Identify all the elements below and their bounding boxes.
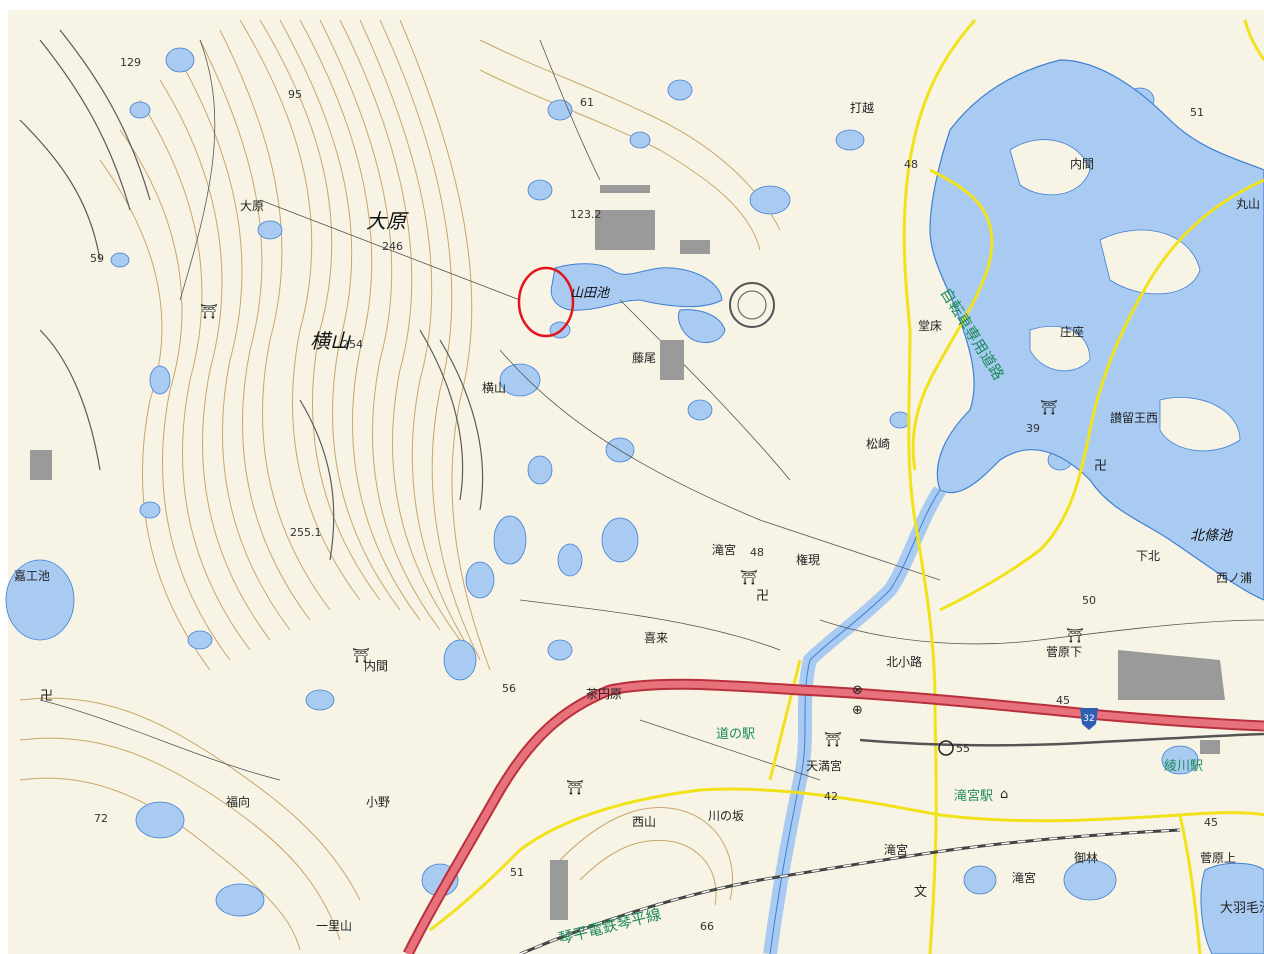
label-kirai: 喜来 [644, 631, 668, 645]
label-sugahara-shimo: 菅原下 [1046, 645, 1082, 659]
height-123-2: 123.2 [570, 208, 602, 221]
label-ohara-big: 大原 [366, 209, 409, 233]
label-dotoko: 堂床 [918, 319, 942, 333]
label-takinomiya: 滝宮 [712, 542, 736, 557]
label-sugahara-kami: 菅原上 [1200, 851, 1236, 865]
height-55: 55 [956, 742, 970, 755]
height-66: 66 [700, 920, 714, 933]
label-kitajoike: 北條池 [1190, 528, 1234, 544]
temple-icon: 卍 [756, 589, 769, 604]
height-246: 246 [382, 240, 403, 253]
label-maruyama: 丸山 [1236, 197, 1260, 211]
temple-icon: 卍 [40, 689, 53, 704]
label-yamadaike: 山田池 [570, 286, 611, 301]
height-48b: 48 [750, 546, 764, 559]
label-obake-ike: 大羽毛池 [1220, 901, 1264, 916]
label-nishiyama: 西山 [632, 815, 656, 829]
label-ayagawa-station: 綾川駅 [1164, 758, 1203, 774]
height-129: 129 [120, 56, 141, 69]
town-hall-icon [938, 740, 954, 756]
label-ohara-small: 大原 [240, 199, 264, 213]
shrine-icon: ⛩ [1040, 400, 1058, 416]
shrine-icon: ⛩ [740, 570, 758, 586]
label-shimokita: 下北 [1136, 549, 1160, 563]
route-shield-32: 32 [1080, 708, 1098, 730]
label-utsukoshi: 打越 [850, 101, 874, 115]
stadium [729, 282, 775, 328]
height-61: 61 [580, 96, 594, 109]
label-gorin: 御林 [1074, 850, 1098, 865]
svg-text:32: 32 [1083, 714, 1094, 724]
label-kawanosaka: 川の坂 [708, 809, 744, 823]
height-255-1: 255.1 [290, 526, 322, 539]
height-42: 42 [824, 790, 838, 803]
police-icon: ⊗ [852, 683, 863, 698]
stadium-inner [737, 290, 767, 320]
terrain-shading [19, 29, 484, 561]
label-takinomiya-s: 滝宮 [1012, 870, 1036, 885]
label-tenmangu: 天満宮 [806, 758, 842, 773]
temple-icon: 卍 [1094, 459, 1107, 474]
local-roads [39, 39, 1264, 781]
label-nishinoura: 西ノ浦 [1216, 571, 1252, 585]
label-ichirizan: 一里山 [316, 919, 352, 933]
height-72: 72 [94, 812, 108, 825]
label-matsuzaki: 松崎 [866, 437, 890, 451]
height-95: 95 [288, 88, 302, 101]
label-chaenbara: 茶円原 [586, 686, 622, 701]
expressway [404, 680, 1264, 954]
map-symbols: ⛩ ⛩ ⛩ ⛩ ⛩ ⛩ ⛩ 卍 卍 卍 ⊗ ⊕ 文 ⌂ [40, 304, 1107, 900]
prefectural-roads [429, 19, 1264, 954]
post-office-icon: ⊕ [852, 703, 863, 718]
red-marker-circle[interactable] [517, 266, 575, 338]
obake-ike-pond [1200, 862, 1264, 954]
label-shokawa: 庄座 [1060, 324, 1084, 339]
buildings [30, 185, 1225, 920]
label-yokoyama-small: 横山 [482, 381, 506, 395]
river-edge [769, 489, 941, 954]
contour-lines [19, 19, 781, 951]
label-sanuki-oji-nishi: 讃留王西 [1110, 411, 1158, 425]
shrine-icon: ⛩ [1066, 628, 1084, 644]
label-ono: 小野 [366, 795, 390, 809]
kitajo-ike-reservoir [929, 59, 1264, 601]
height-50: 50 [1082, 594, 1096, 607]
shrine-icon: ⛩ [566, 780, 584, 796]
michinoeki-icon: ⌂ [1000, 787, 1008, 802]
school-icon: 文 [914, 885, 927, 900]
height-56: 56 [502, 682, 516, 695]
label-yokoyama-big-1: 横山 [310, 329, 352, 353]
height-51: 51 [510, 866, 524, 879]
label-takinomiya-town: 滝宮 [884, 842, 908, 857]
label-fujio: 藤尾 [632, 351, 656, 365]
height-48a: 48 [904, 158, 918, 171]
height-254: 254 [342, 338, 363, 351]
yamada-ike-pond [550, 263, 726, 343]
dark-road [859, 732, 1264, 747]
label-gongen: 権現 [796, 552, 820, 567]
height-39: 39 [1026, 422, 1040, 435]
shrine-icon: ⛩ [352, 648, 370, 664]
label-takinomiya-station: 滝宮駅 [954, 788, 993, 804]
height-51b: 51 [1190, 106, 1204, 119]
label-tomie-ike: 嘉工池 [14, 569, 50, 583]
label-uchima-s: 内間 [364, 659, 388, 673]
height-45b: 45 [1204, 816, 1218, 829]
shrine-icon: ⛩ [200, 304, 218, 320]
label-uchima-ne: 内間 [1070, 157, 1094, 171]
label-fukumukai: 福向 [226, 794, 250, 809]
height-59: 59 [90, 252, 104, 265]
label-michinoeki: 道の駅 [716, 727, 755, 742]
railway-ticks [519, 829, 1181, 954]
height-45a: 45 [1056, 694, 1070, 707]
shrine-icon: ⛩ [824, 732, 842, 748]
label-kitakoji: 北小路 [886, 654, 922, 669]
